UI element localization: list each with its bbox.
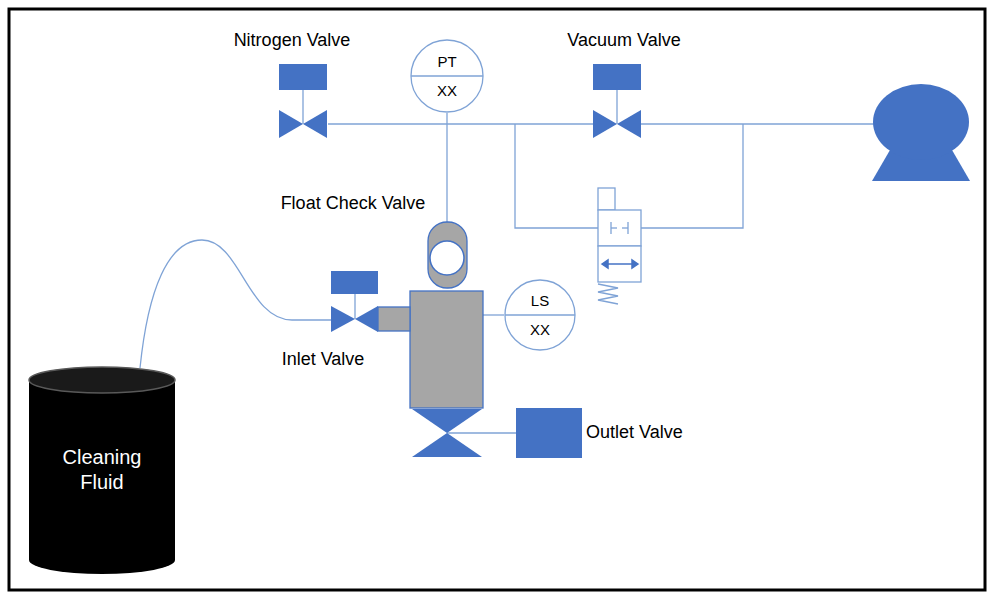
valve-label: Float Check Valve: [281, 193, 426, 214]
valve-label: Vacuum Valve: [567, 30, 680, 51]
instrument-bubble: [410, 39, 484, 113]
instrument-bubble: PT XX: [410, 39, 484, 113]
instrument-bubble: LS XX: [504, 279, 576, 351]
valve-label: Nitrogen Valve: [234, 30, 351, 51]
instrument-tag: LS: [531, 293, 549, 308]
valve-label: Inlet Valve: [282, 349, 365, 370]
instrument-tag: XX: [530, 322, 550, 337]
drum-label: Cleaning Fluid: [52, 445, 152, 495]
instrument-bubble: [504, 279, 576, 351]
valve-label: Outlet Valve: [586, 422, 683, 443]
fluid-drum: Cleaning Fluid: [28, 366, 176, 574]
instrument-tag: XX: [437, 83, 457, 98]
instrument-tag: PT: [437, 54, 456, 69]
fluid-drum: [28, 366, 176, 574]
